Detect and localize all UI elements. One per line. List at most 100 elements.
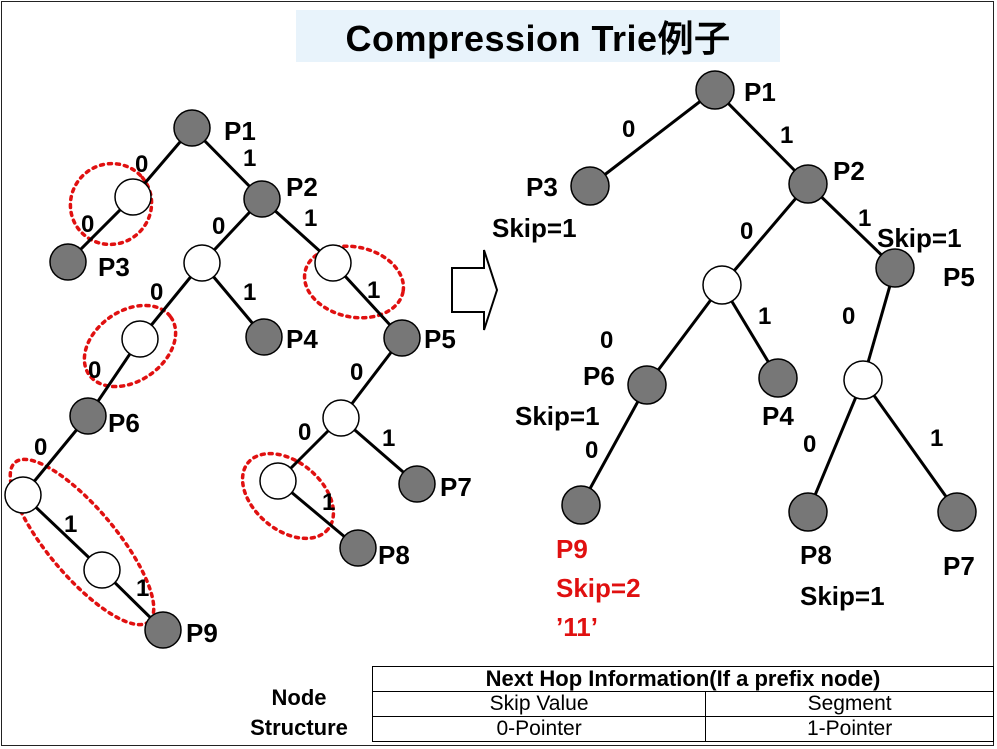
left-edge-label: 0 [88, 357, 101, 384]
right-label-p2: P2 [833, 156, 865, 186]
slide-title: Compression Trie例子 [296, 10, 780, 62]
left-label-p9: P9 [186, 618, 218, 648]
left-label-p3: P3 [98, 252, 130, 282]
left-edge-label: 1 [322, 489, 335, 516]
right-node-p3 [570, 166, 610, 206]
right-label-p8: P8 [800, 540, 832, 570]
left-edge-label: 0 [81, 211, 94, 238]
left-node-p5 [383, 319, 421, 357]
right-label-p1: P1 [744, 77, 776, 107]
right-label-p6: P6 [583, 361, 615, 391]
right-node-p6 [627, 365, 667, 405]
compressed-group-p3 [68, 161, 154, 247]
node-structure-label: Node Structure [233, 683, 365, 743]
next-hop-header: Next Hop Information(If a prefix node) [372, 666, 994, 692]
right-edge [720, 183, 810, 286]
left-edge-label: 0 [150, 279, 163, 306]
right-label-p9: P9 [556, 534, 588, 564]
compressed-group-p9 [8, 457, 156, 627]
right-label-p3: P3 [526, 172, 558, 202]
left-label-p7: P7 [440, 472, 472, 502]
left-edge-label: 1 [382, 425, 395, 452]
node-structure-row: 0-Pointer 1-Pointer [371, 716, 994, 742]
left-edge-label: 1 [243, 145, 256, 172]
left-edge-label: 0 [298, 419, 311, 446]
right-edge-label: 0 [585, 437, 598, 464]
transform-arrow-icon [451, 249, 499, 331]
right-node-p2 [788, 164, 828, 204]
left-label-p5: P5 [424, 324, 456, 354]
left-node-p1 [173, 109, 211, 147]
right-label-p5-skip: Skip=1 [877, 223, 962, 253]
zero-pointer-cell: 0-Pointer [371, 716, 707, 742]
right-edge-label: 1 [858, 205, 871, 232]
right-node-p5 [875, 248, 915, 288]
right-label-p6-skip: Skip=1 [515, 401, 600, 431]
left-edge-label: 0 [34, 434, 47, 461]
right-node-p1 [695, 70, 735, 110]
right-label-p8-skip: Skip=1 [800, 581, 885, 611]
left-label-p1: P1 [224, 116, 256, 146]
left-node-p9 [144, 611, 182, 649]
left-node-p7 [398, 465, 436, 503]
one-pointer-cell: 1-Pointer [705, 716, 994, 742]
right-label-p7: P7 [943, 551, 975, 581]
left-node-p6 [69, 397, 107, 435]
left-label-p6: P6 [108, 408, 140, 438]
left-node-p4 [245, 318, 283, 356]
left-edge-label: 1 [367, 277, 380, 304]
right-label-p5: P5 [943, 262, 975, 292]
compressed-group-p8 [240, 451, 336, 541]
left-label-p2: P2 [286, 172, 318, 202]
left-node-empty [183, 244, 221, 282]
node-structure-row: Skip Value Segment [371, 691, 994, 717]
node-structure-label-line1: Node [271, 685, 327, 710]
left-node-p8 [339, 529, 377, 567]
right-label-p9-skip: Skip=2 [556, 573, 641, 603]
left-edge-label: 1 [64, 511, 77, 538]
right-edge-label: 1 [758, 303, 771, 330]
right-node-p4 [758, 358, 798, 398]
left-node-empty [322, 399, 360, 437]
segment-cell: Segment [705, 691, 994, 717]
left-edge-label: 0 [135, 151, 148, 178]
left-node-empty [83, 551, 121, 589]
right-edge [713, 88, 810, 186]
node-structure-label-line2: Structure [250, 715, 348, 740]
left-node-empty [259, 462, 297, 500]
node-structure-table: Next Hop Information(If a prefix node) S… [371, 666, 994, 742]
left-node-empty [314, 244, 352, 282]
right-node-p7 [937, 492, 977, 532]
right-edge-label: 0 [600, 327, 613, 354]
left-trie: 0 1 0 0 1 1 0 1 0 0 0 1 0 1 1 1 P1 P2 P3… [4, 109, 472, 649]
right-edge-label: 0 [740, 218, 753, 245]
skip-value-cell: Skip Value [371, 691, 707, 717]
left-edge-label: 1 [136, 575, 149, 602]
right-node-empty [702, 265, 742, 305]
right-node-p8 [788, 492, 828, 532]
left-node-empty [114, 178, 152, 216]
left-label-p4: P4 [286, 324, 318, 354]
right-edge [806, 379, 865, 513]
right-edge-label: 0 [622, 116, 635, 143]
left-edge-label: 1 [243, 279, 256, 306]
left-node-empty [4, 476, 42, 514]
right-label-p4: P4 [762, 401, 794, 431]
left-edge-label: 1 [304, 205, 317, 232]
right-edge-label: 0 [803, 431, 816, 458]
right-node-empty [843, 360, 883, 400]
right-node-p9 [561, 485, 601, 525]
right-edge-label: 1 [780, 122, 793, 149]
right-label-p3-skip: Skip=1 [492, 213, 577, 243]
right-trie: 0 1 0 1 1 0 0 0 0 1 P1 P2 P3 Skip=1 Skip… [492, 70, 977, 642]
left-node-p3 [49, 243, 87, 281]
right-edge-label: 1 [930, 425, 943, 452]
right-edge [579, 384, 649, 506]
right-edge [806, 182, 897, 270]
left-edge-label: 0 [212, 213, 225, 240]
right-edge [645, 284, 724, 386]
right-edge-label: 0 [842, 303, 855, 330]
left-node-empty [121, 320, 159, 358]
